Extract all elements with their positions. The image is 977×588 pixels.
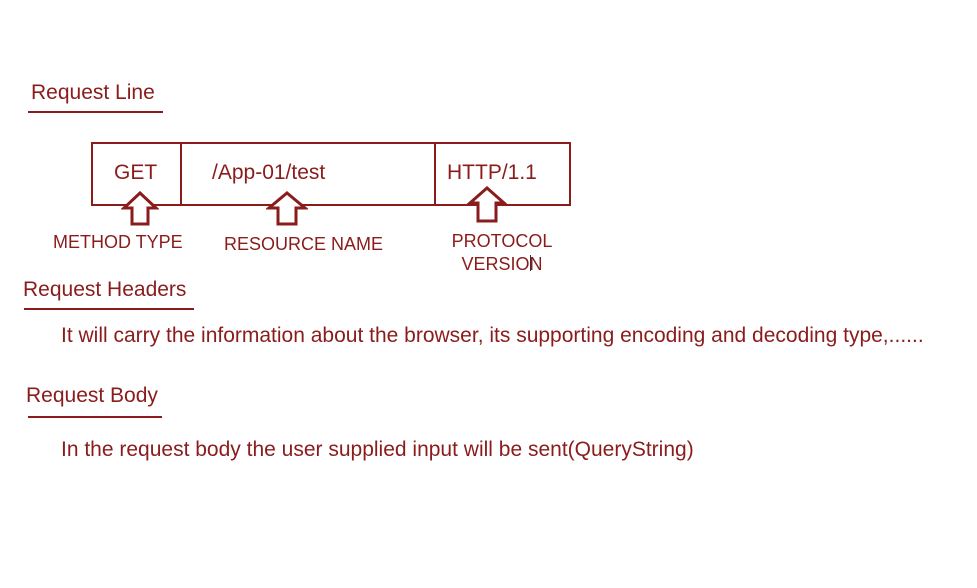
- protocol-label-line1: PROTOCOL: [451, 231, 553, 251]
- protocol-label-line2: VERSION: [461, 254, 543, 274]
- request-line-box: [91, 142, 571, 206]
- request-body-heading: Request Body: [26, 384, 158, 407]
- resource-cell: /App-01/test: [212, 161, 326, 184]
- request-line-heading: Request Line: [31, 81, 155, 104]
- request-headers-heading: Request Headers: [23, 278, 187, 301]
- protocol-cell: HTTP/1.1: [447, 161, 537, 184]
- method-type-label: METHOD TYPE: [53, 232, 183, 252]
- method-cell: GET: [114, 161, 158, 184]
- request-body-text: In the request body the user supplied in…: [61, 438, 694, 461]
- request-line-underline: [28, 111, 163, 113]
- resource-arrow-icon: [266, 191, 308, 226]
- request-headers-text: It will carry the information about the …: [61, 324, 924, 347]
- request-headers-underline: [24, 308, 194, 310]
- text-cursor-icon: [530, 255, 531, 271]
- box-divider-method: [180, 142, 182, 206]
- method-arrow-icon: [121, 191, 159, 226]
- protocol-version-label: PROTOCOL VERSION: [437, 230, 567, 276]
- resource-name-label: RESOURCE NAME: [224, 234, 384, 254]
- request-body-underline: [28, 416, 162, 418]
- box-divider-protocol: [434, 142, 436, 206]
- protocol-arrow-icon: [467, 186, 507, 223]
